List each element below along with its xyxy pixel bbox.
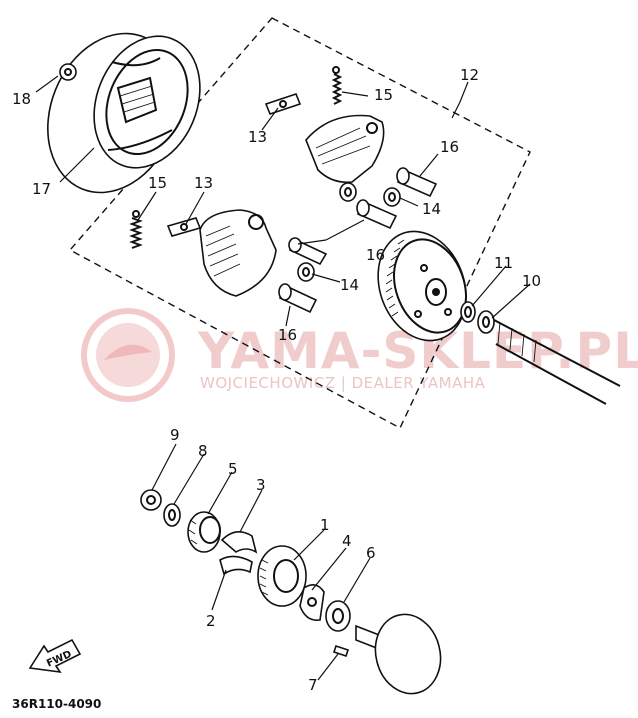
crankshaft (493, 319, 621, 405)
spring-15-upper (331, 66, 343, 105)
callout-15-lower: 15 (148, 174, 167, 192)
callout-14-lower: 14 (340, 276, 359, 294)
pin-16-lower-b (278, 283, 318, 314)
callout-12: 12 (460, 66, 479, 84)
callout-7: 7 (308, 676, 318, 694)
callouts: 18 17 12 15 13 16 14 15 13 16 14 16 11 1… (12, 66, 541, 694)
callout-10: 10 (522, 272, 541, 290)
part-3-sprag (220, 531, 258, 554)
watermark: YAMA-SKLEP.PL WOJCIECHOWICZ | DEALER YAM… (81, 308, 638, 402)
weight-13-lower (166, 217, 202, 237)
part-4-plate (299, 584, 325, 622)
part-7-key (332, 644, 350, 658)
drive-shaft-gear (355, 613, 442, 695)
collar-14-lower (297, 262, 315, 282)
callout-13-lower: 13 (194, 174, 213, 192)
callout-5: 5 (228, 460, 238, 478)
callout-3: 3 (256, 476, 266, 494)
nut-10 (477, 310, 495, 334)
callout-9: 9 (170, 426, 180, 444)
collar-shoe-upper (339, 182, 357, 202)
pin-16-mid (356, 199, 398, 230)
part-17-clutch-housing (47, 32, 201, 194)
clutch-shoe-upper (305, 114, 385, 184)
callout-14-upper: 14 (422, 200, 441, 218)
part-8-washer (163, 503, 181, 527)
watermark-logo-icon (81, 308, 175, 402)
part-9-nut (140, 489, 162, 511)
diagram-code: 36R110-4090 (12, 697, 101, 711)
pin-16-lower-a (288, 237, 328, 266)
callout-15-upper: 15 (374, 86, 393, 104)
callout-1: 1 (320, 516, 330, 534)
pin-16-upper (396, 167, 438, 198)
callout-13-upper: 13 (248, 128, 267, 146)
weight-13-upper (264, 93, 302, 115)
part-6-bearing (325, 600, 351, 632)
callout-2: 2 (206, 612, 216, 630)
leader-lines (35, 75, 531, 681)
callout-8: 8 (198, 442, 208, 460)
watermark-tagline: WOJCIECHOWICZ | DEALER YAMAHA (200, 374, 486, 392)
part-1-starter-clutch (257, 545, 307, 607)
callout-16-mid: 16 (366, 246, 385, 264)
callout-6: 6 (366, 544, 376, 562)
callout-16-upper: 16 (440, 138, 459, 156)
part-2-spring (219, 555, 253, 576)
callout-16-lower: 16 (278, 326, 297, 344)
spring-15-lower (129, 210, 143, 249)
callout-17: 17 (32, 180, 51, 198)
collar-14-upper (383, 187, 401, 207)
clutch-shoe-lower (199, 209, 277, 297)
clutch-carrier-gear (377, 230, 467, 342)
fwd-arrow-icon: FWD (28, 638, 82, 674)
callout-4: 4 (342, 532, 352, 550)
callout-18: 18 (12, 90, 31, 108)
callout-11: 11 (494, 254, 513, 272)
part-18-circlip (59, 63, 77, 81)
part-5-one-way-cam (187, 511, 221, 553)
washer-11 (460, 301, 476, 323)
